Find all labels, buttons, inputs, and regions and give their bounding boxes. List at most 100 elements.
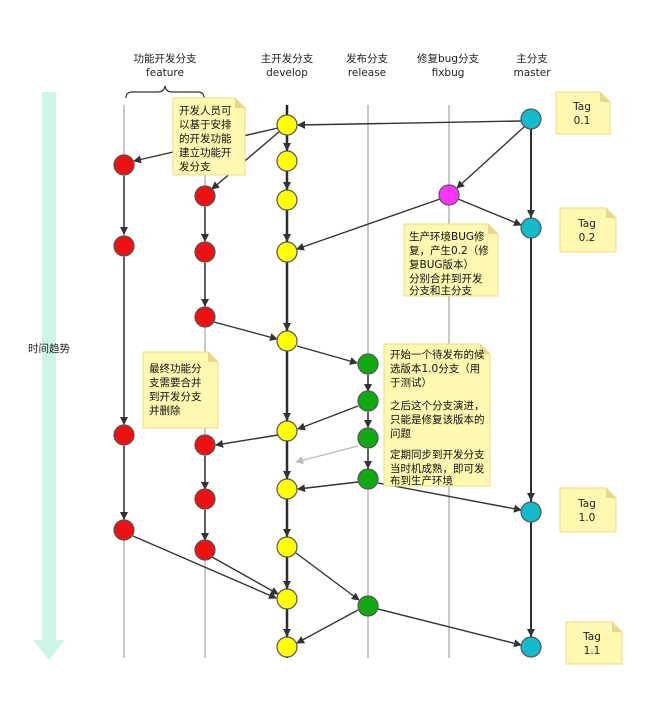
- master-title-en: master: [513, 67, 551, 79]
- note-line: 于测试）: [390, 376, 432, 389]
- release-commit: [357, 353, 379, 375]
- arrow-f1-merge: [132, 535, 277, 599]
- feature-title-en: feature: [146, 67, 184, 79]
- note-line: 分支和主分支: [409, 285, 472, 297]
- master-commit: [520, 636, 542, 658]
- master-commit: [520, 108, 542, 130]
- tag-version: 1.1: [584, 645, 601, 657]
- arrow-rel-to-master: [377, 482, 522, 513]
- note-line: 并删除: [149, 404, 181, 417]
- tag-1-0: Tag 1.0: [559, 487, 617, 533]
- note-release: 开始一个待发布的候 选版本1.0分支（用 于测试） 之后这个分支演进， 只能是修…: [383, 343, 491, 487]
- arrow-develop-to-feature2: [211, 130, 281, 190]
- fixbug-commit: [438, 184, 460, 206]
- fixbug-title-cn: 修复bug分支: [417, 52, 479, 65]
- feature-brace: [125, 85, 205, 99]
- nodes: [113, 108, 542, 658]
- note-line: 到开发分支: [149, 390, 202, 403]
- arrow-f2-merge: [211, 556, 279, 595]
- release-title-en: release: [348, 67, 386, 79]
- feature-commit: [113, 154, 135, 176]
- develop-commit: [276, 189, 298, 211]
- release-commit: [357, 595, 379, 617]
- master-title-cn: 主分支: [516, 53, 548, 65]
- arrow-f2-to-dev: [213, 321, 278, 342]
- note-line: 最终功能分: [149, 362, 202, 375]
- feature-commit: [194, 241, 216, 263]
- feature-commit: [113, 424, 135, 446]
- note-fixbug: 生产环境BUG修 复，产生0.2（修 复BUG版本） ， 分别合并到开发 分支和…: [403, 223, 499, 297]
- tag-version: 0.2: [579, 232, 596, 244]
- feature-commit: [194, 539, 216, 561]
- feature-commit: [194, 434, 216, 456]
- note-line: 开发人员可: [179, 104, 232, 117]
- note-line: 以基于安排: [179, 118, 232, 131]
- develop-commit: [276, 241, 298, 263]
- develop-commit: [276, 330, 298, 352]
- feature-commit: [113, 235, 135, 257]
- arrow-dev-to-release: [296, 345, 358, 365]
- release-title-cn: 发布分支: [346, 52, 388, 65]
- note-line: 复BUG版本）: [409, 258, 474, 271]
- tag-label: Tag: [572, 101, 591, 113]
- note-line: 的开发功能: [179, 132, 232, 145]
- arrow-rel2-to-dev: [296, 609, 359, 644]
- note-line: 发分支: [179, 160, 211, 173]
- master-commit: [520, 217, 542, 239]
- release-commit: [357, 427, 379, 449]
- column-titles: 功能开发分支 feature 主开发分支 develop 发布分支 releas…: [134, 52, 552, 79]
- feature-title-cn: 功能开发分支: [134, 52, 197, 65]
- release-commit: [357, 390, 379, 412]
- note-line: 生产环境BUG修: [409, 230, 485, 243]
- tag-0-2: Tag 0.2: [559, 207, 617, 253]
- tag-label: Tag: [582, 631, 601, 643]
- note-line: 当时机成熟，即可发: [390, 462, 485, 475]
- tag-0-1: Tag 0.1: [555, 91, 611, 135]
- arrow-master-to-fixbug: [456, 126, 525, 189]
- note-line: 问题: [390, 427, 411, 440]
- arrow-dev-to-release-2: [295, 552, 360, 601]
- arrows: [120, 120, 535, 648]
- arrow-dev-to-f2: [215, 434, 279, 448]
- develop-commit: [276, 636, 298, 658]
- develop-commit: [276, 536, 298, 558]
- develop-commit: [276, 114, 298, 136]
- feature-commit: [194, 185, 216, 207]
- arrow-fixbug-to-master: [457, 198, 522, 227]
- develop-title-en: develop: [266, 67, 308, 79]
- note-line: 建立功能开: [179, 146, 232, 159]
- fixbug-title-en: fixbug: [432, 67, 465, 79]
- note-feature-merge: 最终功能分 支需要合并 到开发分支 并删除: [142, 351, 219, 429]
- tag-label: Tag: [577, 498, 596, 510]
- note-line: 选版本1.0分支（用: [390, 362, 480, 375]
- note-line: 支需要合并: [149, 376, 202, 389]
- develop-commit: [276, 420, 298, 442]
- time-axis-label: 时间趋势: [28, 342, 70, 355]
- note-line: 开始一个待发布的候: [390, 348, 485, 361]
- develop-commit: [276, 150, 298, 172]
- feature-commit: [194, 306, 216, 328]
- arrow-master-to-develop: [297, 120, 523, 129]
- arrow-rel2-to-master: [377, 608, 522, 648]
- tag-version: 0.1: [574, 115, 591, 127]
- note-line: 之后这个分支演进，: [390, 399, 485, 412]
- note-line: 定期同步到开发分支: [390, 448, 485, 461]
- note-line: 分别合并到开发: [409, 272, 483, 285]
- time-axis-arrow: [33, 92, 65, 660]
- arrow-rel-to-dev-2: [297, 481, 359, 493]
- arrow-rel-to-dev: [297, 405, 359, 431]
- note-line: 复，产生0.2（修: [409, 244, 489, 257]
- release-commit: [357, 468, 379, 490]
- develop-commit: [276, 478, 298, 500]
- note-feature-create: 开发人员可 以基于安排 的开发功能 建立功能开 发分支: [172, 97, 246, 176]
- arrow-gray-sync: [295, 445, 359, 465]
- arrow-fixbug-to-develop: [296, 198, 441, 251]
- note-line: 布到生产环境: [390, 474, 453, 487]
- tag-version: 1.0: [579, 512, 596, 524]
- master-commit: [520, 501, 542, 523]
- note-line: 只能是修复该版本的: [390, 413, 485, 426]
- tag-label: Tag: [577, 218, 596, 230]
- develop-title-cn: 主开发分支: [261, 52, 314, 65]
- feature-commit: [113, 519, 135, 541]
